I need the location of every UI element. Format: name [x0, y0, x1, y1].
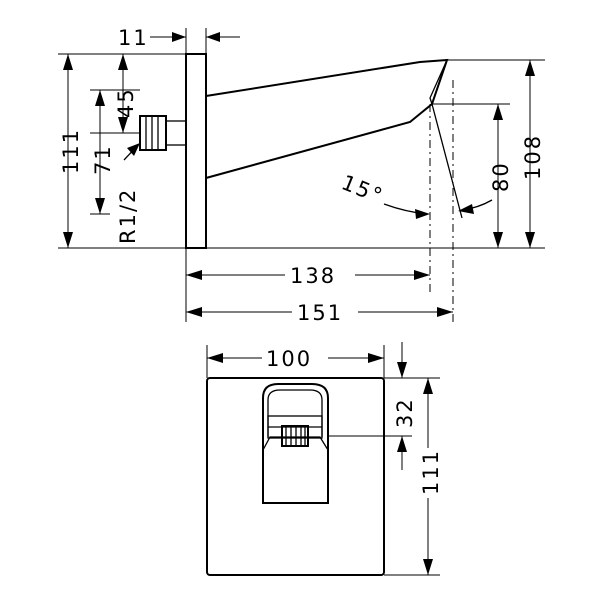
cover-plate: [206, 377, 385, 576]
dim-label-top-to-inlet: 45: [114, 87, 138, 118]
dim-spout-height: 108: [521, 60, 545, 248]
dim-top-to-outlet: 32: [393, 342, 417, 470]
dim-plate-width: 100: [207, 345, 384, 371]
dim-thread: R1/2: [116, 143, 140, 244]
dim-label-total-reach: 151: [297, 301, 343, 325]
dim-flange-thickness: 11: [118, 26, 240, 50]
dim-top-to-inlet: 45: [114, 54, 138, 133]
inlet-nipple: [139, 115, 187, 151]
aerator: [281, 425, 309, 447]
dim-inlet-to-bottom: 71: [90, 90, 115, 215]
spout-body: [205, 58, 449, 179]
side-view: 11 111 45 71 R1/2: [58, 26, 545, 325]
dim-label-spout-height: 108: [521, 134, 545, 180]
dim-label-outlet-reach: 138: [290, 264, 336, 288]
dim-label-outlet-height: 80: [489, 161, 513, 192]
spout-front: [262, 383, 329, 504]
dim-label-plate-height: 111: [419, 449, 443, 495]
dim-outlet-reach: 138: [186, 262, 430, 288]
spout-tip: [419, 59, 448, 105]
dim-label-thread: R1/2: [116, 188, 140, 244]
dim-total-height: 111: [59, 54, 83, 248]
dim-label-flange-thickness: 11: [118, 26, 149, 50]
dim-angle: 15°: [338, 170, 493, 219]
dim-label-inlet-to-bottom: 71: [91, 144, 115, 175]
dim-label-plate-width: 100: [266, 347, 312, 371]
dim-outlet-height: 80: [489, 104, 513, 248]
dim-label-angle: 15°: [338, 170, 387, 208]
dim-label-total-height: 111: [59, 128, 83, 174]
dim-total-reach: 151: [186, 299, 453, 325]
dim-label-top-to-outlet: 32: [393, 397, 417, 428]
wall-flange: [185, 53, 207, 249]
front-view: 100 32 111: [206, 342, 443, 576]
dim-plate-height: 111: [415, 378, 443, 575]
